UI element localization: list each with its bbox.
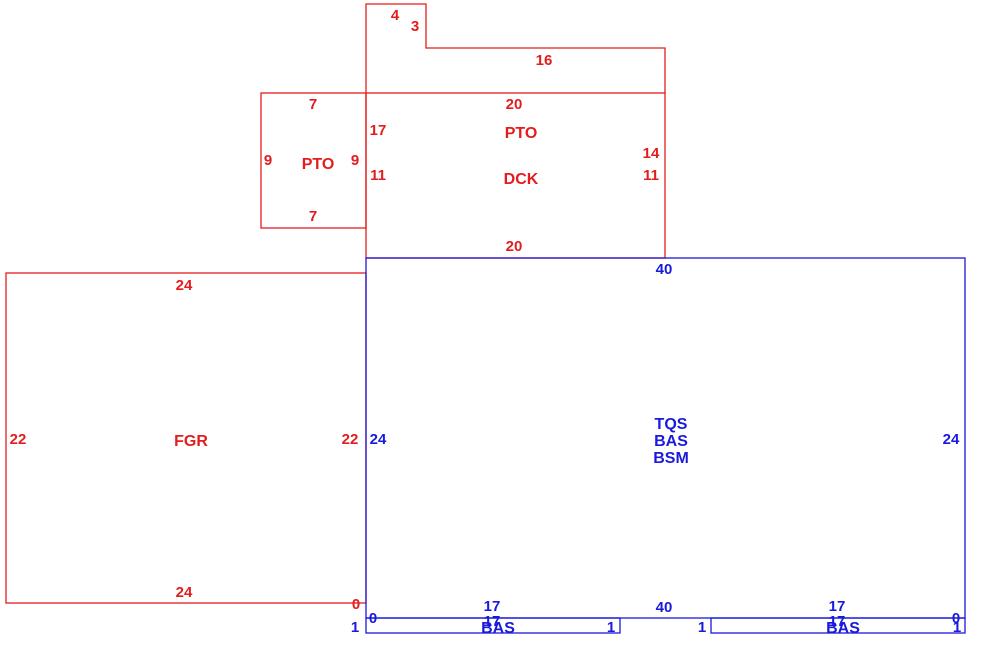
garage-name: FGR	[174, 433, 208, 450]
bas-left-dim-top-overlap: 17	[484, 613, 501, 630]
bas-right-dim-left: 1	[698, 619, 706, 636]
top-stair-dim-4: 4	[391, 7, 400, 24]
pto-deck-name-dck: DCK	[504, 171, 539, 188]
pto-small-dim-bottom: 7	[309, 208, 317, 225]
top-stair-dim-3: 3	[411, 18, 419, 35]
garage-dim-bottom: 24	[176, 584, 193, 601]
garage-dim-corner: 0	[352, 596, 360, 613]
main-name-tqs: TQS	[655, 416, 688, 433]
bas-right-labels: 17 17 1 1 0 BAS	[698, 598, 961, 637]
pto-small-dim-right: 9	[351, 152, 359, 169]
red-outlines	[5, 3, 666, 604]
pto-deck-dim-left-upper: 17	[370, 122, 387, 139]
pto-small-dim-left: 9	[264, 152, 272, 169]
bas-right-name: BAS	[826, 620, 860, 637]
main-name-bsm: BSM	[653, 450, 689, 467]
pto-deck-labels: 20 20 17 11 14 11 PTO DCK	[370, 96, 660, 255]
bas-left-name: BAS	[481, 620, 515, 637]
main-dim-right: 24	[943, 431, 960, 448]
garage-labels: 24 24 22 22 0 FGR	[10, 277, 361, 613]
bas-right-dim-corner: 0	[952, 610, 960, 627]
garage-dim-top: 24	[176, 277, 193, 294]
pto-small-dim-top: 7	[309, 96, 317, 113]
bas-left-outline	[365, 617, 621, 634]
pto-deck-name-pto: PTO	[505, 125, 538, 142]
bas-left-dim-right: 1	[607, 619, 615, 636]
bas-right-dim-right: 1	[953, 619, 961, 636]
pto-deck-dim-bottom: 20	[506, 238, 523, 255]
pto-small-labels: 7 7 9 9 PTO	[264, 96, 359, 225]
main-dim-bottom: 40	[656, 599, 673, 616]
pto-small-name: PTO	[302, 156, 335, 173]
bas-right-dim-top: 17	[829, 598, 846, 615]
garage-dim-right: 22	[342, 431, 359, 448]
blue-outlines	[365, 257, 966, 634]
bas-left-dim-top: 17	[484, 598, 501, 615]
main-dim-top: 40	[656, 261, 673, 278]
bas-right-dim-top-overlap: 17	[829, 613, 846, 630]
pto-deck-dim-left-lower: 11	[370, 167, 386, 184]
main-name-bas: BAS	[654, 433, 688, 450]
top-stair-dim-16: 16	[536, 52, 553, 69]
bas-left-dim-left: 1	[351, 619, 359, 636]
top-stair-labels: 4 3 16	[391, 7, 553, 69]
main-area-outline	[365, 257, 966, 619]
main-area-labels: 40 40 24 24 TQS BAS BSM	[370, 261, 960, 616]
bas-left-labels: 17 17 1 1 0 BAS	[351, 598, 615, 637]
bas-left-dim-corner: 0	[369, 610, 377, 627]
pto-deck-dim-right-upper: 14	[643, 145, 660, 162]
bas-right-outline	[710, 617, 966, 634]
main-dim-left: 24	[370, 431, 387, 448]
pto-deck-dim-top: 20	[506, 96, 523, 113]
garage-dim-left: 22	[10, 431, 27, 448]
pto-deck-dim-right-lower: 11	[643, 167, 659, 184]
top-stair-outline	[365, 3, 666, 93]
